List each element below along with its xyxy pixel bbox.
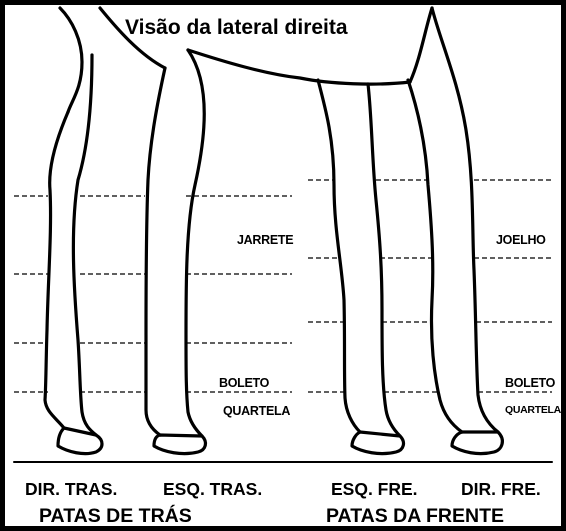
front-fetlock-label: BOLETO [505, 376, 556, 390]
right-hind-leg-front [43, 110, 70, 430]
right-front-leg-label: DIR. FRE. [461, 479, 541, 499]
right-hind-leg-back [71, 53, 98, 437]
belly-outline [186, 48, 412, 86]
chest-outline [408, 6, 434, 84]
hind-thigh-outline [58, 6, 84, 114]
right-hind-leg-label: DIR. TRAS. [25, 479, 118, 499]
front-pastern-label: QUARTELA [505, 404, 561, 416]
left-front-hoof [350, 430, 406, 456]
left-front-leg-back [366, 82, 402, 438]
front-legs-group-label: PATAS DA FRENTE [326, 505, 505, 527]
left-hind-hoof [152, 433, 208, 456]
hind-hock-label: JARRETE [237, 233, 294, 247]
right-front-leg-front [406, 78, 464, 434]
left-hind-leg-back [184, 48, 206, 438]
hind-gaskin-outline [98, 6, 167, 70]
hind-fetlock-label: BOLETO [219, 376, 270, 390]
left-front-leg-front [316, 78, 362, 434]
left-front-leg-label: ESQ. FRE. [331, 479, 418, 499]
left-hind-leg-label: ESQ. TRAS. [163, 479, 263, 499]
right-front-leg-back [430, 6, 500, 434]
right-front-hoof [450, 430, 504, 456]
diagram-title: Visão da lateral direita [125, 16, 348, 39]
right-hind-hoof [56, 426, 104, 456]
hind-legs-group-label: PATAS DE TRÁS [39, 505, 192, 527]
left-hind-leg-front [144, 66, 167, 437]
hind-pastern-label: QUARTELA [223, 404, 291, 418]
front-knee-label: JOELHO [496, 233, 546, 247]
horse-legs-illustration [13, 6, 553, 463]
